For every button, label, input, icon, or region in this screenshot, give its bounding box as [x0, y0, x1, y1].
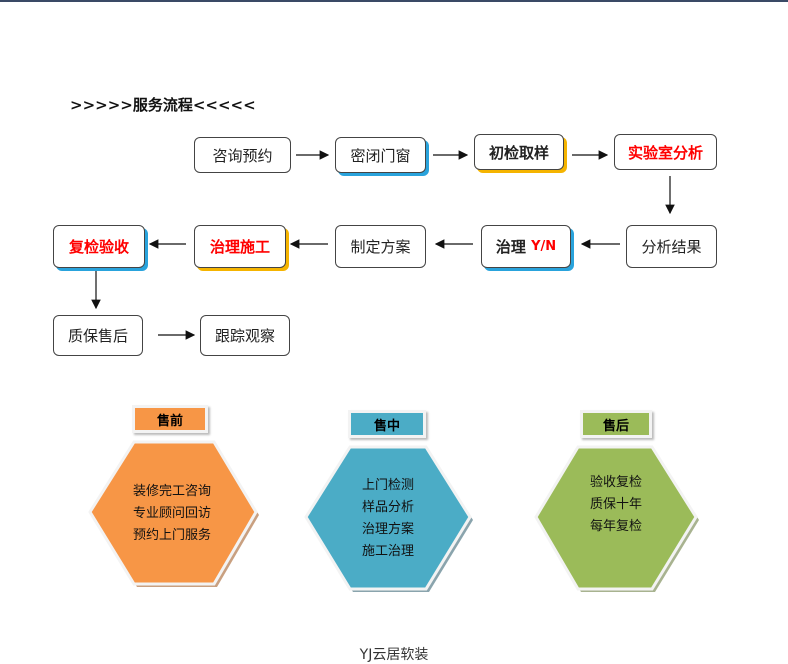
top-border [0, 0, 788, 2]
stage-item: 施工治理 [361, 544, 414, 559]
step-label: 治理施工 [209, 238, 270, 256]
step-consult: 咨询预约 [194, 137, 291, 173]
stage-items-post: 验收复检质保十年每年复检 [530, 440, 702, 588]
stage-label-mid: 售中 [348, 410, 426, 438]
yn-label: Y/N [531, 239, 557, 254]
step-track: 跟踪观察 [200, 315, 290, 356]
step-aftersale: 质保售后 [53, 315, 143, 356]
stage-label-pre: 售前 [132, 405, 208, 433]
step-label: 制定方案 [350, 238, 411, 256]
stage-items-mid: 上门检测样品分析治理方案施工治理 [300, 445, 476, 593]
stage-item: 每年复检 [589, 519, 642, 534]
step-label: 质保售后 [67, 327, 128, 345]
hexagon-mid [304, 445, 473, 592]
section-title: >>>>>服务流程<<<<< [70, 96, 256, 114]
stage-item: 专业顾问回访 [132, 506, 211, 521]
step-lab: 实验室分析 [614, 134, 717, 170]
footer-brand: YJ云居软装 [359, 647, 429, 663]
step-label: 跟踪观察 [214, 327, 275, 345]
stage-item: 治理方案 [361, 522, 414, 537]
hexagon-post [534, 445, 699, 592]
stage-item: 预约上门服务 [132, 528, 211, 543]
step-label: 实验室分析 [627, 143, 703, 162]
stage-item: 装修完工咨询 [132, 484, 211, 499]
hexagon-pre [88, 440, 259, 587]
step-label: 密闭门窗 [350, 146, 411, 165]
stage-item: 样品分析 [361, 500, 414, 515]
step-label: 咨询预约 [212, 146, 273, 165]
step-construct: 治理施工 [194, 225, 286, 268]
stage-item: 上门检测 [361, 478, 414, 493]
step-sample: 初检取样 [474, 134, 564, 170]
stage-item: 质保十年 [589, 497, 642, 512]
step-label: 复检验收 [68, 238, 129, 256]
stage-label-post: 售后 [580, 410, 652, 438]
step-label: 分析结果 [641, 238, 702, 256]
step-label: 治理 [495, 238, 526, 256]
step-seal: 密闭门窗 [335, 137, 426, 173]
step-treat-yn: 治理 Y/N [481, 225, 571, 268]
step-accept: 复检验收 [53, 225, 145, 268]
flow-arrows [91, 150, 675, 340]
step-plan: 制定方案 [335, 225, 426, 268]
step-label: 初检取样 [488, 143, 549, 162]
step-result: 分析结果 [626, 225, 717, 268]
stage-item: 验收复检 [589, 475, 642, 490]
stage-items-pre: 装修完工咨询专业顾问回访预约上门服务 [84, 440, 260, 588]
